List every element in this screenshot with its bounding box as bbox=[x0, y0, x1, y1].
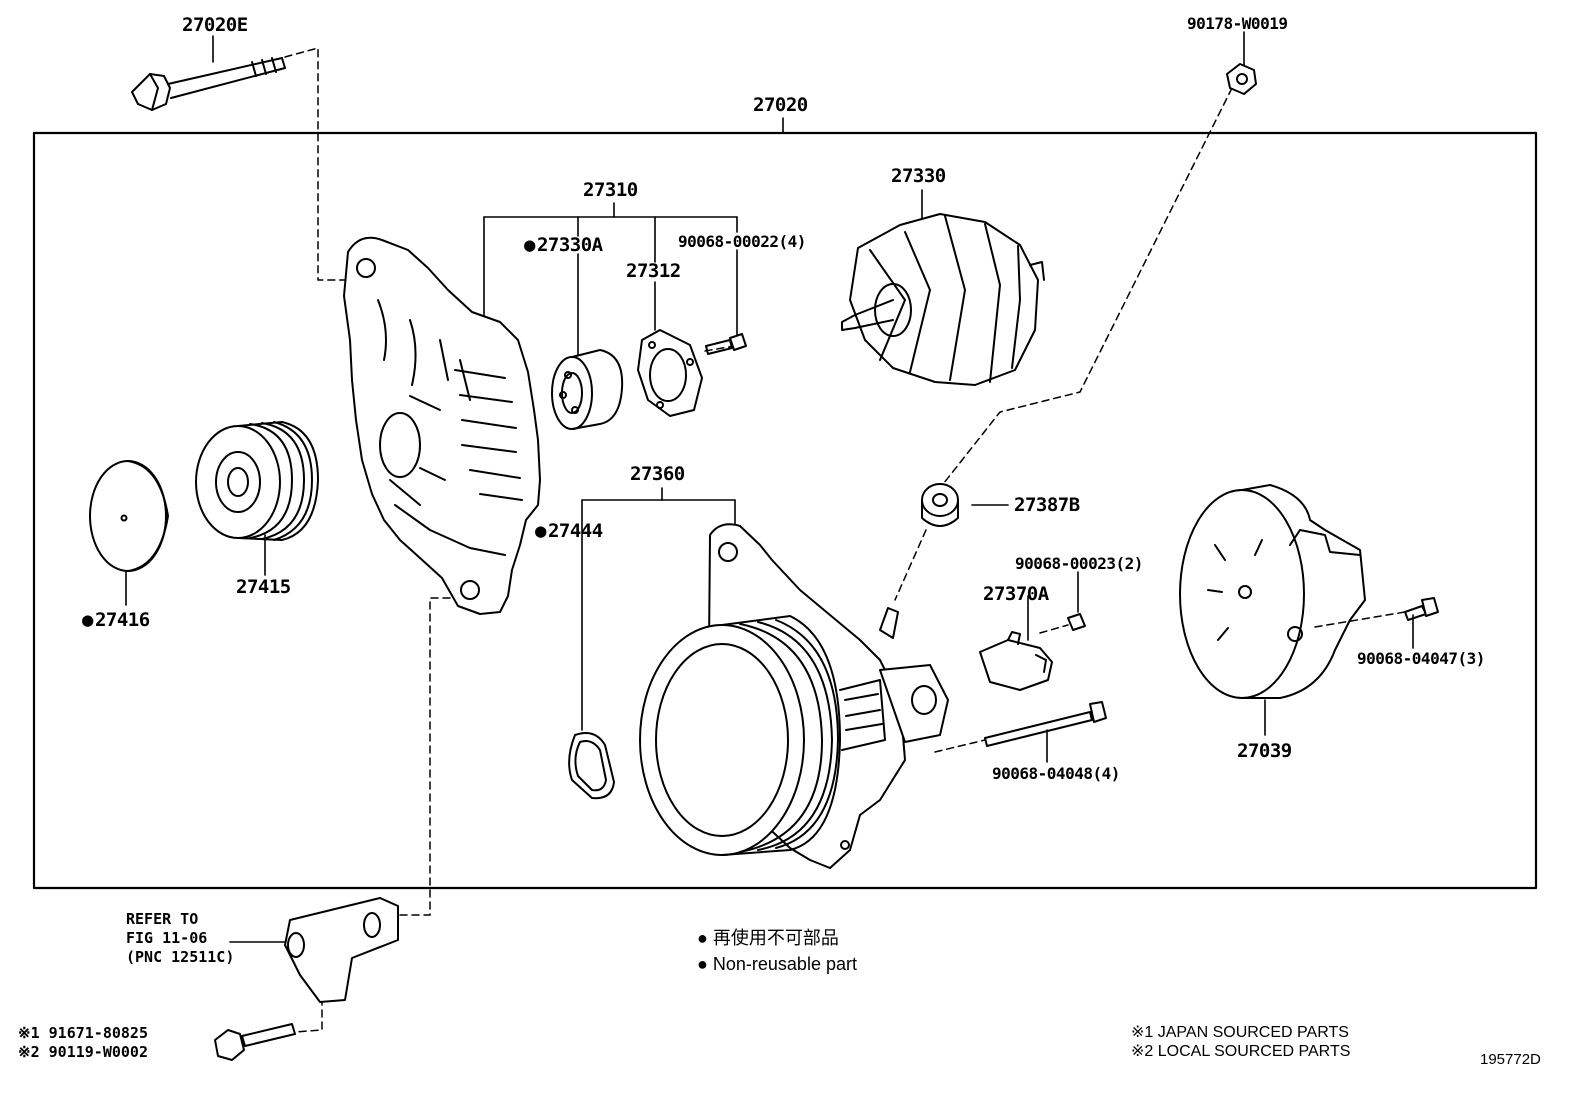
bolt-27020e-drawing bbox=[131, 57, 286, 111]
bracket-bolt-labels: ※1 91671-80825 ※2 90119-W0002 bbox=[18, 1024, 148, 1062]
leader-lines bbox=[125, 31, 1414, 943]
part-label-27020e[interactable]: 27020E bbox=[182, 14, 248, 36]
refer-note: REFER TO FIG 11-06 (PNC 12511C) bbox=[126, 910, 234, 967]
legend-english-text: Non-reusable part bbox=[712, 954, 857, 974]
rectifier-end-frame-drawing bbox=[639, 523, 949, 869]
assembly-boundary-box bbox=[32, 131, 1538, 890]
part-label-27444[interactable]: 27444 bbox=[535, 522, 603, 541]
part-label-27312[interactable]: 27312 bbox=[626, 260, 681, 282]
cap-27416-drawing bbox=[89, 460, 169, 572]
part-label-27310[interactable]: 27310 bbox=[583, 179, 638, 201]
pulley-27415-drawing bbox=[195, 421, 319, 541]
cover-27039-drawing bbox=[1179, 484, 1366, 699]
legend-japanese-text: 再使用不可部品 bbox=[712, 928, 839, 948]
refer-note-line-3: (PNC 12511C) bbox=[126, 948, 235, 966]
part-label-27416[interactable]: 27416 bbox=[82, 611, 150, 630]
footnotes: ※1 JAPAN SOURCED PARTS ※2 LOCAL SOURCED … bbox=[1131, 1023, 1350, 1061]
part-label-27330[interactable]: 27330 bbox=[891, 165, 946, 187]
part-label-90068-04047[interactable]: 90068-04047(3) bbox=[1357, 649, 1485, 668]
part-label-90068-04048[interactable]: 90068-04048(4) bbox=[992, 764, 1120, 783]
insulator-27387b-drawing bbox=[921, 483, 959, 527]
part-label-27415[interactable]: 27415 bbox=[236, 576, 291, 598]
seal-27444-drawing bbox=[568, 732, 615, 800]
bearing-27330a-drawing bbox=[551, 349, 624, 430]
part-label-27370a[interactable]: 27370A bbox=[983, 583, 1049, 605]
footnote-local-sourced: ※2 LOCAL SOURCED PARTS bbox=[1131, 1043, 1351, 1060]
bracket-bolt-label-local[interactable]: ※2 90119-W0002 bbox=[18, 1043, 148, 1061]
legend-english: ● Non-reusable part bbox=[697, 955, 857, 973]
footnote-japan-sourced: ※1 JAPAN SOURCED PARTS bbox=[1131, 1024, 1349, 1041]
drive-end-frame-drawing bbox=[343, 236, 541, 615]
part-label-27039[interactable]: 27039 bbox=[1237, 740, 1292, 762]
legend-japanese: ● 再使用不可部品 bbox=[697, 929, 839, 947]
part-label-27360[interactable]: 27360 bbox=[630, 463, 685, 485]
part-label-27020[interactable]: 27020 bbox=[753, 94, 808, 116]
bolt-90068-04047-drawing bbox=[1404, 597, 1439, 621]
bracket-bolt-drawing bbox=[214, 1023, 296, 1061]
part-label-90068-00023[interactable]: 90068-00023(2) bbox=[1015, 554, 1143, 573]
refer-note-line-1: REFER TO bbox=[126, 910, 199, 928]
non-reusable-marker-icon: ● bbox=[697, 928, 708, 948]
rotor-27330-drawing bbox=[841, 213, 1045, 386]
mounting-bracket-drawing bbox=[284, 897, 399, 1003]
nut-90178-drawing bbox=[1226, 63, 1257, 95]
non-reusable-marker-icon: ● bbox=[697, 954, 708, 974]
drawing-id: 195772D bbox=[1480, 1051, 1541, 1068]
screw-90068-00022-drawing bbox=[705, 333, 747, 355]
terminal-27370a-drawing bbox=[979, 631, 1053, 691]
assembly-dashed-lines bbox=[284, 47, 1406, 1033]
part-label-27330a[interactable]: 27330A bbox=[524, 236, 603, 255]
retainer-27312-drawing bbox=[637, 329, 703, 417]
refer-note-line-2[interactable]: FIG 11-06 bbox=[126, 929, 208, 947]
bracket-bolt-label-japan[interactable]: ※1 91671-80825 bbox=[18, 1024, 148, 1042]
part-label-90068-00022[interactable]: 90068-00022(4) bbox=[678, 232, 806, 251]
bolt-90068-04048-drawing bbox=[984, 701, 1107, 747]
part-label-27387b[interactable]: 27387B bbox=[1014, 494, 1080, 516]
screw-90068-00023-drawing bbox=[1067, 613, 1086, 631]
part-label-90178-w0019[interactable]: 90178-W0019 bbox=[1187, 14, 1288, 33]
